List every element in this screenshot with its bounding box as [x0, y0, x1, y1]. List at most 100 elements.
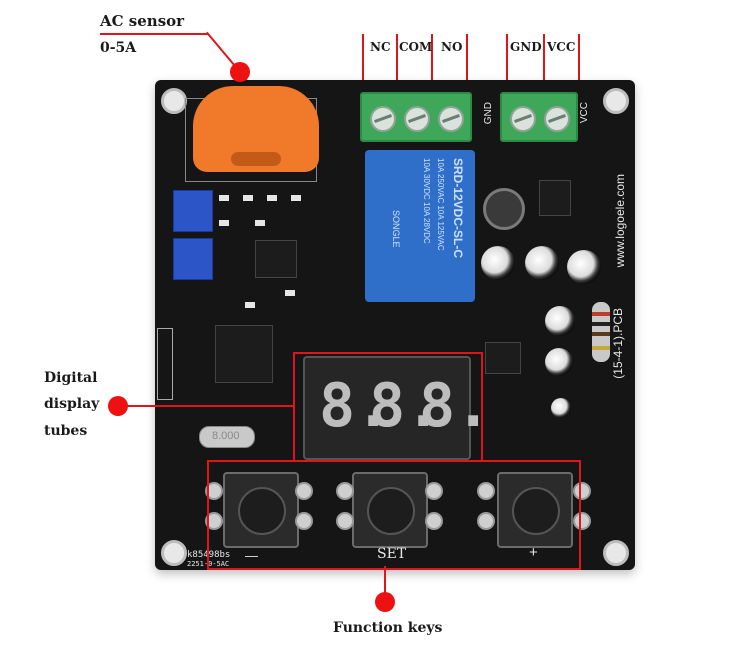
key-pin	[573, 482, 591, 500]
silk-vcc: VCC	[579, 102, 590, 124]
smd-component	[219, 195, 229, 201]
terminal-line	[543, 34, 545, 116]
terminal-line	[431, 34, 433, 116]
key-pin	[477, 512, 495, 530]
display-marker-dot	[108, 396, 128, 416]
key-pin	[205, 482, 223, 500]
key-cap	[512, 487, 560, 535]
terminal-screw-no[interactable]	[438, 106, 464, 132]
relay-terminal-block	[360, 92, 472, 142]
pin-header	[157, 328, 173, 400]
key-pin	[573, 512, 591, 530]
relay-brand: SONGLE	[391, 210, 401, 248]
mounting-hole	[161, 88, 187, 114]
function-keys-label: Function keys	[333, 620, 443, 636]
resistor-band	[592, 322, 610, 326]
current-transformer-sensor	[193, 86, 319, 172]
sensor-core-hole	[231, 152, 281, 166]
terminal-screw-vcc[interactable]	[544, 106, 570, 132]
smd-component	[291, 195, 301, 201]
minus-key-button[interactable]	[223, 472, 299, 548]
terminal-label-vcc: VCC	[547, 40, 576, 54]
terminal-line	[578, 34, 580, 116]
ac-sensor-marker-dot	[230, 62, 250, 82]
key-pin	[336, 512, 354, 530]
relay-rating: 10A 250VAC 10A 125VAC	[436, 158, 445, 251]
set-key-label: SET	[377, 546, 407, 562]
pcb-code-silkscreen: (15-4-1).PCB	[611, 308, 625, 379]
smd-component	[219, 220, 229, 226]
ac-sensor-leader-line	[100, 33, 208, 35]
key-pin	[425, 512, 443, 530]
relay-markings: 10A 30VDC 10A 28VDC	[422, 158, 517, 244]
terminal-label-com: COM	[399, 40, 433, 54]
resistor-band	[592, 312, 610, 316]
terminal-line	[506, 34, 508, 116]
keys-marker-dot	[375, 592, 395, 612]
smd-component	[255, 220, 265, 226]
relay-markings: SONGLE	[391, 210, 439, 248]
electrolytic-capacitor	[551, 398, 571, 418]
terminal-label-nc: NC	[370, 40, 391, 54]
crystal-label: 8.000	[212, 430, 240, 442]
plus-key-button[interactable]	[497, 472, 573, 548]
potentiometer[interactable]	[173, 190, 213, 232]
electrolytic-capacitor	[545, 348, 573, 376]
set-key-button[interactable]	[352, 472, 428, 548]
mounting-hole	[603, 540, 629, 566]
smd-component	[245, 302, 255, 308]
website-silkscreen: www.logoele.com	[613, 174, 627, 268]
display-digit: 8.	[319, 371, 392, 441]
smd-component	[267, 195, 277, 201]
display-digit: 8.	[369, 371, 442, 441]
display-label-line3: tubes	[44, 423, 88, 439]
voltage-regulator	[485, 342, 521, 374]
smd-component	[243, 195, 253, 201]
terminal-label-no: NO	[441, 40, 463, 54]
relay-model: SRD-12VDC-SL-C	[451, 158, 465, 259]
switching-regulator-chip	[539, 180, 571, 216]
key-pin	[477, 482, 495, 500]
key-pin	[205, 512, 223, 530]
display-highlight-box	[293, 352, 483, 462]
relay-rating: 10A 30VDC 10A 28VDC	[422, 158, 431, 244]
mounting-hole	[161, 540, 187, 566]
terminal-label-gnd: GND	[510, 40, 542, 54]
power-terminal-block	[500, 92, 578, 142]
display-digit: 8.	[419, 371, 492, 441]
plus-key-label: +	[529, 544, 538, 561]
terminal-screw-com[interactable]	[404, 106, 430, 132]
terminal-line	[466, 34, 468, 116]
key-pin	[336, 482, 354, 500]
display-label-line1: Digital	[44, 370, 98, 386]
key-pin	[295, 512, 313, 530]
electrolytic-capacitor	[545, 306, 575, 336]
key-cap	[367, 487, 415, 535]
silk-gnd: GND	[483, 102, 494, 125]
crystal-oscillator: 8.000	[199, 426, 255, 448]
pcb-board: 8.000 GND VCC SRD-12VDC-SL-C 10A 250VAC …	[155, 80, 635, 570]
microcontroller-chip	[215, 325, 273, 383]
resistor-band	[592, 346, 610, 350]
inductor	[483, 188, 525, 230]
terminal-screw-nc[interactable]	[370, 106, 396, 132]
terminal-line	[396, 34, 398, 116]
power-resistor	[592, 302, 610, 362]
terminal-line	[362, 34, 364, 116]
minus-key-label: —	[245, 548, 258, 563]
relay: SRD-12VDC-SL-C 10A 250VAC 10A 125VAC 10A…	[365, 150, 475, 302]
key-pin	[425, 482, 443, 500]
smd-component	[285, 290, 295, 296]
electrolytic-capacitor	[567, 250, 601, 284]
keys-leader-line	[384, 566, 386, 596]
display-leader-line	[124, 405, 294, 407]
ac-sensor-range: 0-5A	[100, 40, 137, 56]
terminal-screw-gnd[interactable]	[510, 106, 536, 132]
electrolytic-capacitor	[525, 246, 559, 280]
electrolytic-capacitor	[481, 246, 515, 280]
ac-sensor-label: AC sensor	[100, 12, 185, 30]
display-label-line2: display	[44, 396, 100, 412]
key-pin	[295, 482, 313, 500]
potentiometer[interactable]	[173, 238, 213, 280]
opamp-chip	[255, 240, 297, 278]
